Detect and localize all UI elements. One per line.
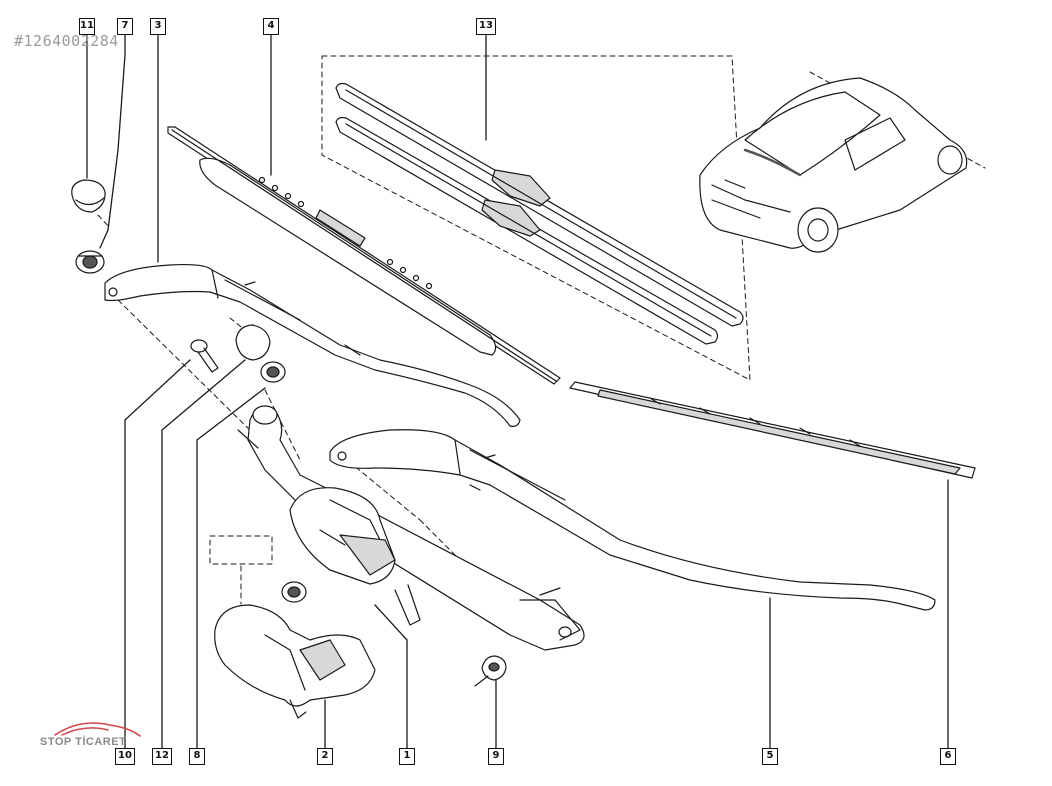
callout-5: 5 bbox=[762, 748, 778, 765]
callout-10: 10 bbox=[115, 748, 135, 765]
watermark-listing-id: #1264002284 bbox=[14, 32, 119, 50]
callout-13: 13 bbox=[476, 18, 496, 35]
part-10-bolt bbox=[190, 339, 219, 373]
part-3-left-arm bbox=[104, 263, 521, 427]
callout-11: 11 bbox=[79, 18, 95, 35]
brand-logo-swoosh bbox=[54, 722, 141, 737]
part-9-grommet bbox=[474, 655, 507, 687]
part-6-right-blade bbox=[569, 381, 976, 479]
part-12-cap bbox=[235, 324, 271, 361]
part-1-linkage-assembly bbox=[237, 405, 585, 651]
car-thumbnail bbox=[699, 77, 968, 253]
callout-8: 8 bbox=[189, 748, 205, 765]
callout-9: 9 bbox=[488, 748, 504, 765]
part-8-nut bbox=[260, 361, 286, 383]
part-4-left-blade bbox=[167, 126, 561, 385]
part-13-flat-blades bbox=[335, 82, 744, 345]
callout-6: 6 bbox=[940, 748, 956, 765]
callout-7: 7 bbox=[117, 18, 133, 35]
leader-lines bbox=[86, 32, 949, 749]
callout-4: 4 bbox=[263, 18, 279, 35]
part-7-nut bbox=[75, 250, 105, 274]
part-2-motor bbox=[214, 581, 376, 719]
callout-2: 2 bbox=[317, 748, 333, 765]
callout-1: 1 bbox=[399, 748, 415, 765]
part-11-cap bbox=[71, 179, 106, 213]
callout-3: 3 bbox=[150, 18, 166, 35]
part-5-right-arm bbox=[329, 429, 936, 611]
callout-12: 12 bbox=[152, 748, 172, 765]
watermark-brand: STOP TİCARET bbox=[40, 736, 127, 748]
